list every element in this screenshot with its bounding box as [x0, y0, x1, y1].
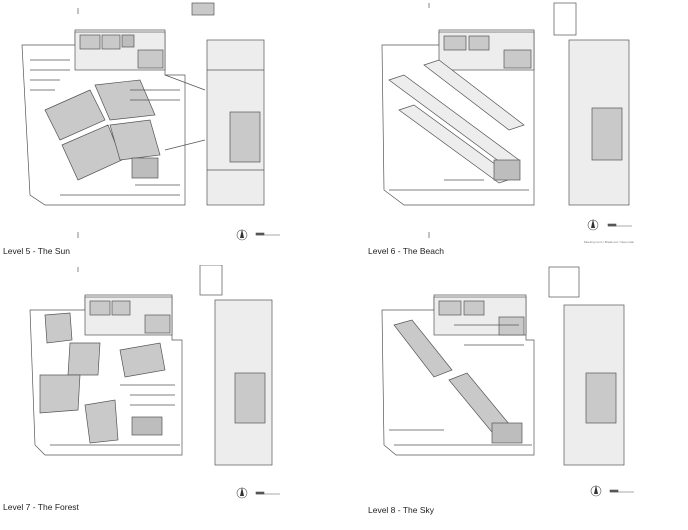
- level-8-panel: Level 8 - The Sky: [344, 265, 688, 530]
- level-8-label: Level 8 - The Sky: [368, 505, 434, 515]
- scale-bar-icon: [255, 491, 280, 495]
- level-6-plan: [381, 2, 632, 238]
- level-5-panel: Level 5 - The Sun: [0, 0, 344, 265]
- scale-bar-icon: [607, 223, 632, 227]
- level-5-plan: [21, 2, 280, 241]
- level-8-plan: [381, 266, 634, 497]
- north-arrow-icon: [236, 487, 248, 499]
- scale-bar-icon: [609, 489, 634, 493]
- legend-note: Meeting room / Break-out / Open plan: [584, 240, 635, 244]
- level-7-panel: Level 7 - The Forest: [0, 265, 344, 530]
- scale-bar-icon: [255, 232, 280, 236]
- level-7-label: Level 7 - The Forest: [3, 502, 79, 512]
- level-5-label: Level 5 - The Sun: [3, 246, 70, 256]
- north-arrow-icon: [236, 229, 248, 241]
- level-6-panel: Meeting room / Break-out / Open plan Lev…: [344, 0, 688, 265]
- north-arrow-icon: [587, 219, 599, 231]
- level-6-label: Level 6 - The Beach: [368, 246, 444, 256]
- level-7-plan: [29, 265, 280, 499]
- north-arrow-icon: [590, 485, 602, 497]
